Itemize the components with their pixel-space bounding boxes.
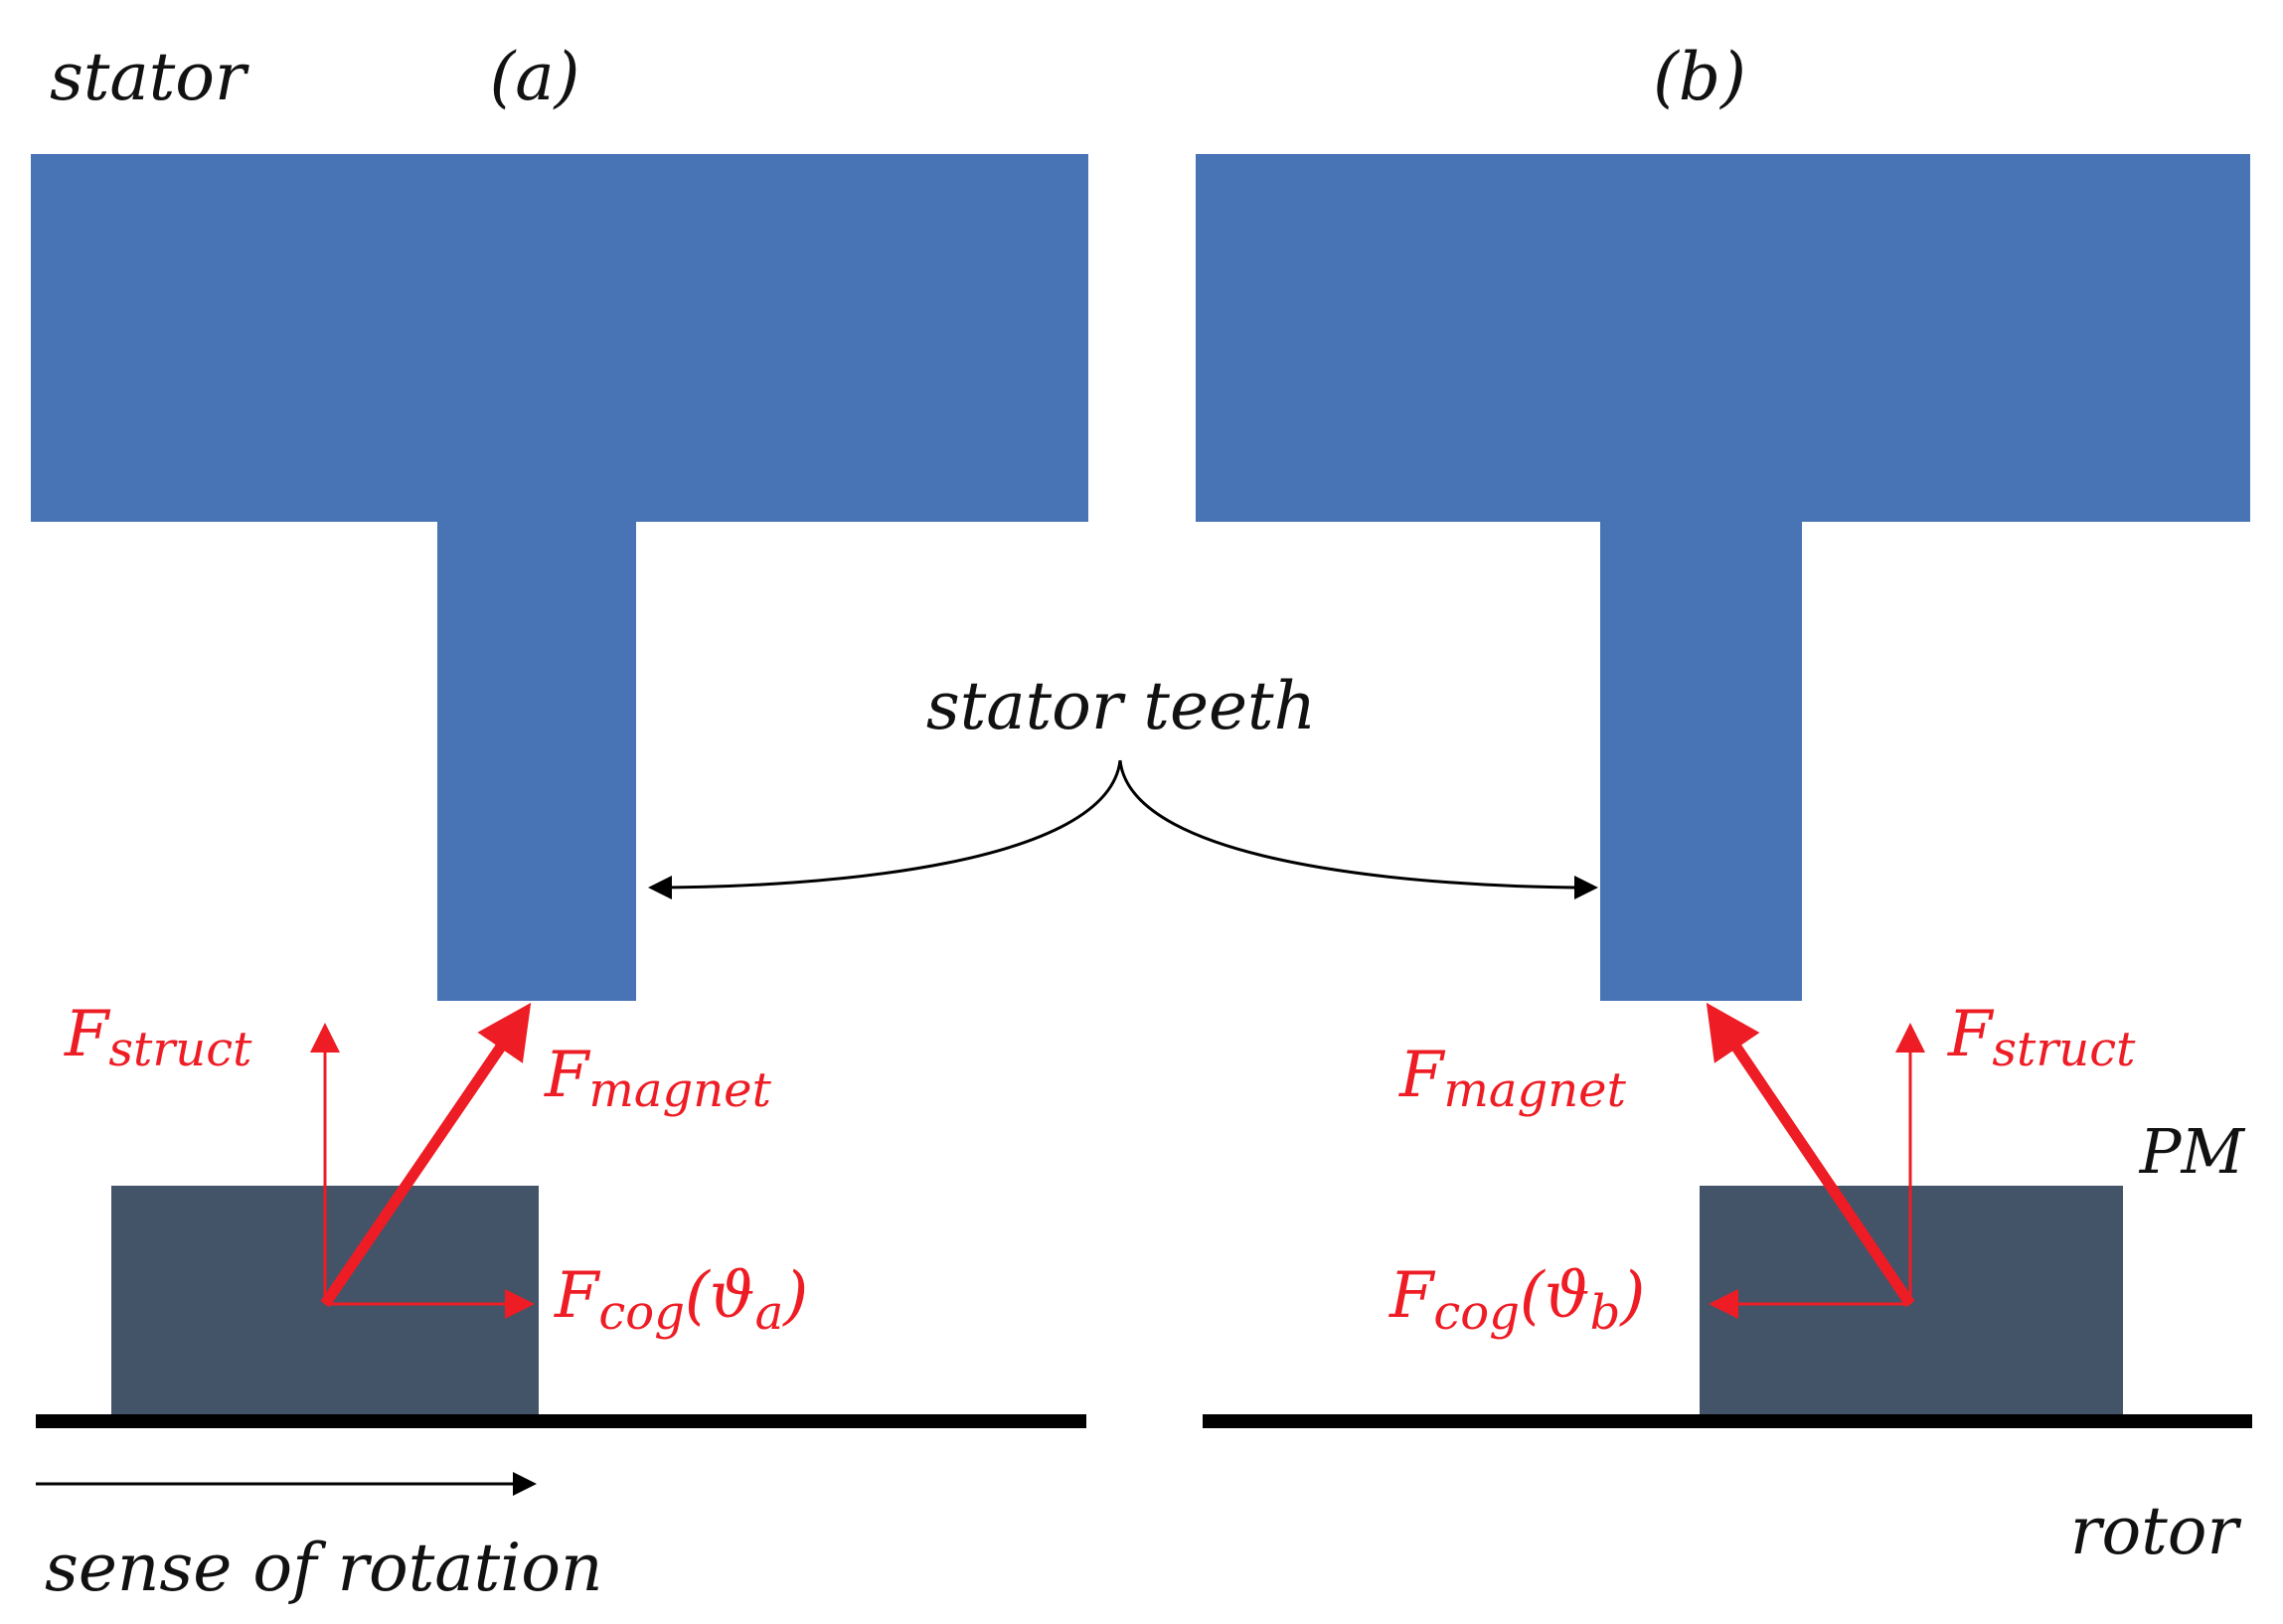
stator-teeth-label: stator teeth [926, 668, 1316, 744]
force-struct-label-b: Fstruct [1947, 998, 2136, 1077]
force-magnet-arrow-a [320, 1002, 532, 1308]
force-cog-label-b: Fcog(ϑb) [1388, 1259, 1645, 1341]
rotor-label: rotor [2070, 1493, 2242, 1569]
force-magnet-label-a: Fmagnet [544, 1039, 772, 1118]
stator-tooth-b [1600, 517, 1802, 1001]
stator-yoke-a [31, 154, 1088, 522]
panel-a-label: (a) [490, 39, 580, 115]
force-magnet-arrow-b [1706, 1002, 1915, 1308]
stator-teeth-callout-right [1118, 759, 1598, 899]
stator-b [1196, 154, 2250, 1001]
stator-teeth-callout-left [648, 759, 1122, 899]
stator-a [31, 154, 1088, 1001]
force-magnet-label-b: Fmagnet [1398, 1039, 1627, 1118]
force-struct-label-a: Fstruct [64, 998, 252, 1077]
pm-label: PM [2139, 1115, 2246, 1188]
stator-label: stator [50, 39, 249, 115]
stator-yoke-b [1196, 154, 2250, 522]
sense-of-rotation-label: sense of rotation [45, 1530, 603, 1606]
stator-tooth-a [437, 517, 636, 1001]
panel-b-label: (b) [1653, 39, 1746, 115]
force-cog-label-a: Fcog(ϑa) [554, 1259, 808, 1341]
